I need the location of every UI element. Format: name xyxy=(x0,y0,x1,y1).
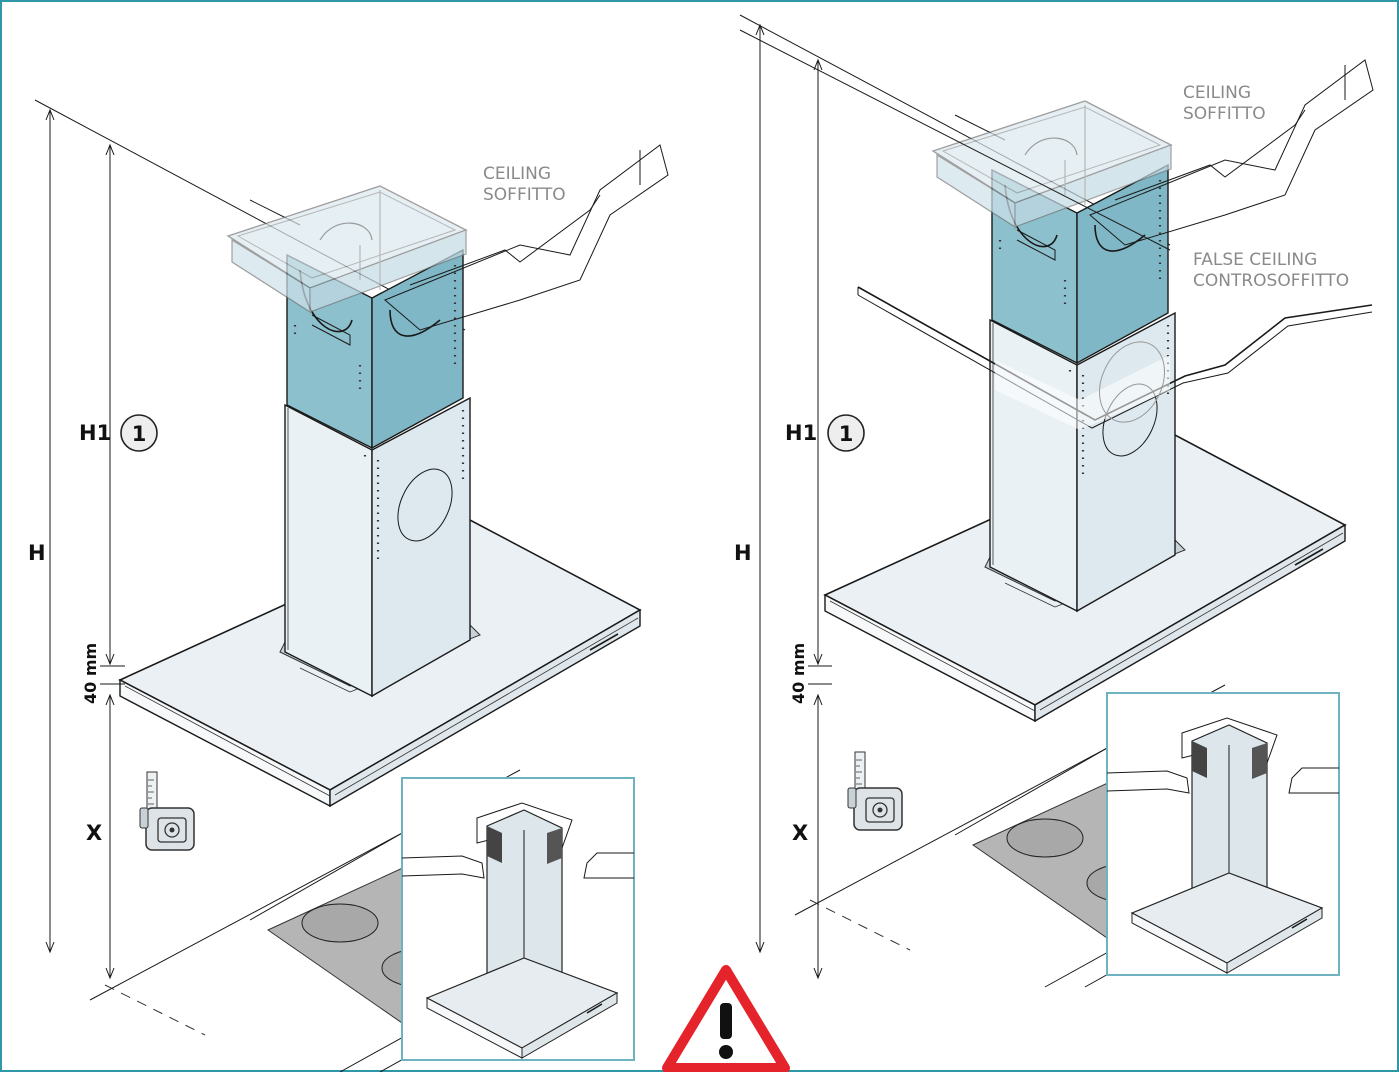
step-number: 1 xyxy=(839,422,854,446)
ceiling-label-en: CEILING xyxy=(1183,83,1251,103)
false-ceiling-label-it: CONTROSOFFITTO xyxy=(1193,271,1349,291)
left-installation-panel: H H1 1 40 mm X CEILING SOFFITTO xyxy=(28,98,670,1072)
ceiling-label-en: CEILING xyxy=(483,164,551,184)
h1-label: H1 xyxy=(79,421,111,445)
step-badge xyxy=(120,414,158,452)
clearance-label: 40 mm xyxy=(81,643,100,704)
tape-measure-icon xyxy=(847,751,903,831)
warning-icon xyxy=(662,965,790,1072)
step-badge xyxy=(827,414,865,452)
h-label: H xyxy=(28,541,46,565)
h1-label: H1 xyxy=(785,421,817,445)
false-ceiling-label-en: FALSE CEILING xyxy=(1193,250,1317,270)
ceiling-label-it: SOFFITTO xyxy=(1183,104,1266,124)
tape-measure-icon xyxy=(139,771,195,851)
step-number: 1 xyxy=(132,422,147,446)
h-label: H xyxy=(734,541,752,565)
x-label: X xyxy=(792,821,808,845)
right-installation-panel: H H1 1 40 mm X CEILING SOFFITTO FALSE CE… xyxy=(734,13,1375,989)
x-label: X xyxy=(86,821,102,845)
clearance-label: 40 mm xyxy=(789,643,808,704)
ceiling-label-it: SOFFITTO xyxy=(483,185,566,205)
